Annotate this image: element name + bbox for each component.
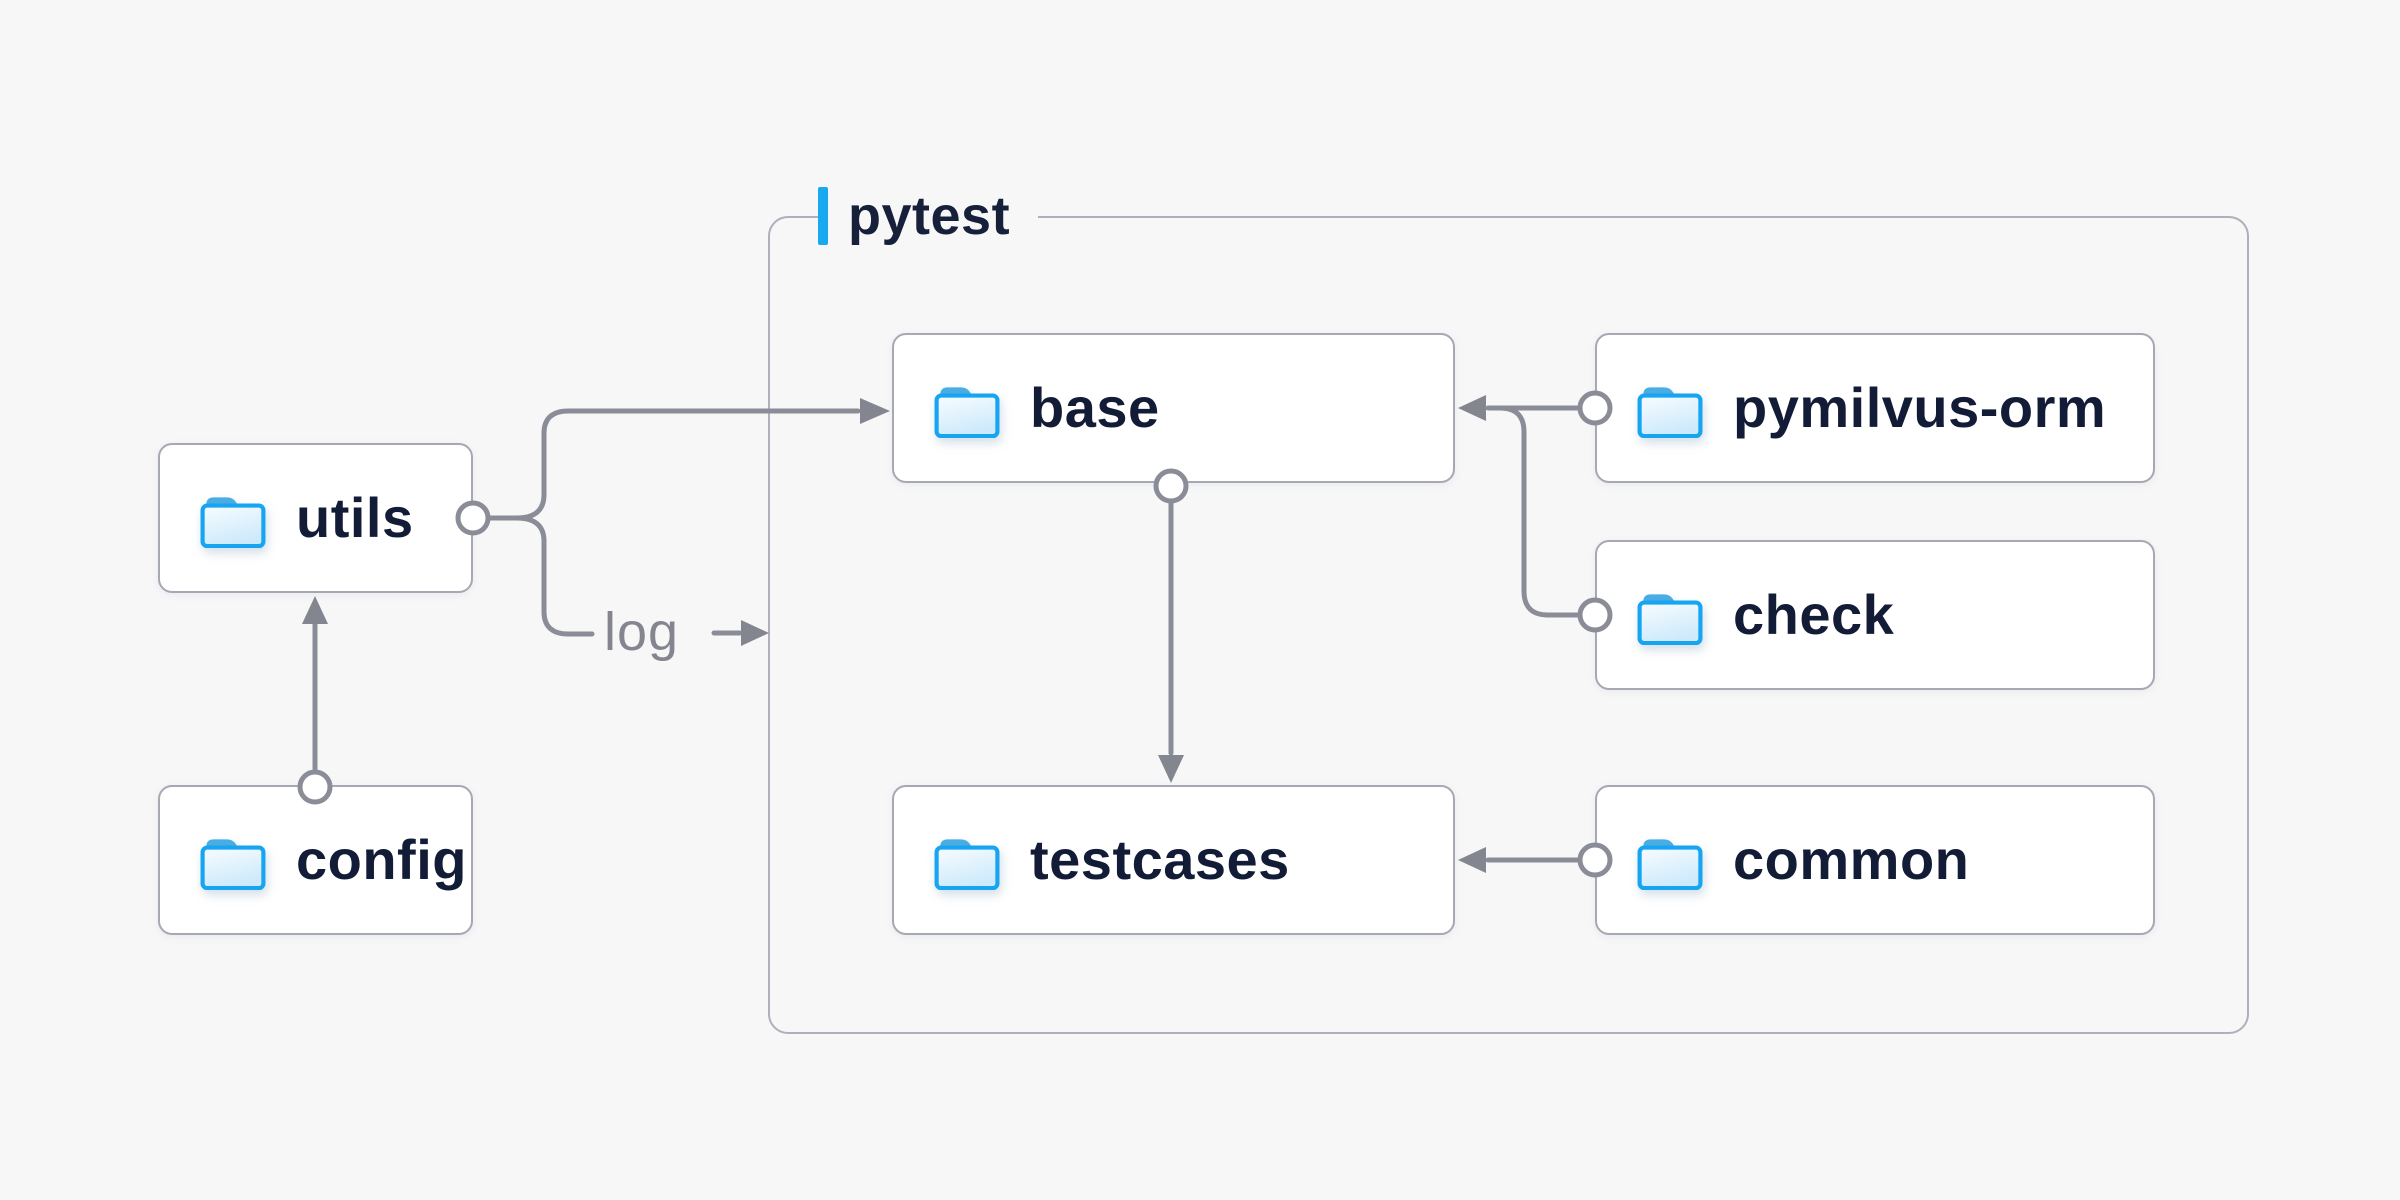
legend-accent-bar [818, 187, 828, 245]
node-label: common [1733, 828, 1970, 891]
node-config: config [158, 785, 473, 935]
node-label: utils [296, 486, 414, 549]
edge-utils-log-line [514, 515, 595, 637]
pytest-container [768, 216, 2249, 1034]
folder-icon [934, 386, 1000, 438]
node-pymilvus-orm: pymilvus-orm [1595, 333, 2155, 483]
node-label: pymilvus-orm [1733, 376, 2107, 439]
node-label: config [296, 828, 467, 891]
node-base: base [892, 333, 1455, 483]
arrowhead-into-utils [302, 596, 328, 624]
node-check: check [1595, 540, 2155, 690]
node-testcases: testcases [892, 785, 1455, 935]
node-label: base [1030, 376, 1160, 439]
folder-icon [200, 496, 266, 548]
edge-label-log: log [604, 601, 680, 662]
pytest-label: pytest [848, 186, 1011, 246]
folder-icon [1637, 593, 1703, 645]
folder-icon [1637, 386, 1703, 438]
node-utils: utils [158, 443, 473, 593]
pytest-legend: pytest [818, 183, 1039, 249]
node-common: common [1595, 785, 2155, 935]
folder-icon [934, 838, 1000, 890]
node-label: check [1733, 583, 1895, 646]
node-label: testcases [1030, 828, 1290, 891]
arrowhead-log [741, 620, 769, 646]
folder-icon [1637, 838, 1703, 890]
folder-icon [200, 838, 266, 890]
